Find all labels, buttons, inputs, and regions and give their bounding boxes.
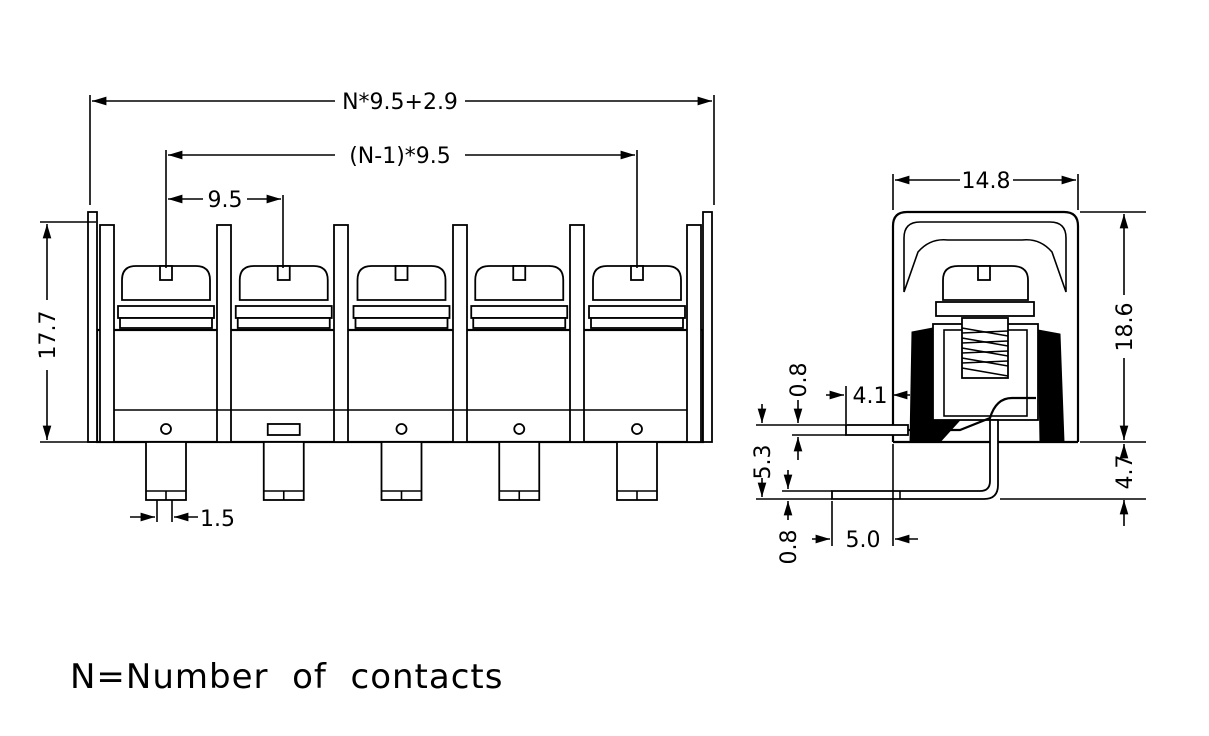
front-contacts bbox=[117, 265, 686, 501]
screw-slot bbox=[276, 265, 291, 281]
dim-pin-width: 1.5 bbox=[130, 500, 235, 532]
side-screw-thread bbox=[961, 317, 1009, 379]
end-wall-left bbox=[87, 211, 98, 443]
lower-pin-offset-label: 5.0 bbox=[846, 528, 881, 553]
washer bbox=[588, 305, 686, 319]
screw-slot bbox=[512, 265, 527, 281]
dim-pitch: 9.5 bbox=[168, 188, 284, 268]
clamp-plate bbox=[236, 317, 331, 329]
pitch-span-label: (N-1)*9.5 bbox=[349, 144, 451, 169]
upper-pin bbox=[845, 424, 909, 436]
side-housing-outline bbox=[891, 210, 1080, 442]
side-insulator-right bbox=[1037, 329, 1065, 443]
dim-overall-length: N*9.5+2.9 bbox=[89, 90, 715, 205]
dim-lower-pin-offset: 5.0 bbox=[812, 444, 918, 553]
screw-slot bbox=[394, 265, 409, 281]
dim-side-height: 18.6 bbox=[1080, 211, 1146, 443]
screw-head bbox=[356, 265, 447, 301]
lower-pin bbox=[831, 419, 999, 500]
pin-spacing-label: 5.3 bbox=[751, 445, 776, 480]
contacts-note: N=Number of contacts bbox=[70, 657, 503, 697]
upper-pin-offset-label: 4.1 bbox=[853, 384, 888, 409]
dim-pin-below-body: 4.7 bbox=[1000, 444, 1146, 526]
clamp-plate bbox=[354, 317, 449, 329]
screw-head bbox=[592, 265, 682, 301]
dim-pin-vertical-spacing: 5.3 bbox=[751, 404, 832, 500]
upper-pin-thickness-label: 0.8 bbox=[787, 363, 812, 398]
screw-slot bbox=[630, 265, 644, 281]
marker-hole bbox=[631, 423, 643, 435]
dim-upper-pin-thickness: 0.8 bbox=[787, 363, 846, 460]
marker-slot bbox=[266, 423, 301, 436]
lower-pin-thickness-label: 0.8 bbox=[777, 530, 802, 565]
marker-hole bbox=[513, 423, 526, 435]
side-pins bbox=[831, 396, 1036, 500]
front-view: N*9.5+2.9 (N-1)*9.5 9.5 17.7 bbox=[36, 90, 715, 532]
washer bbox=[117, 305, 215, 319]
side-washer bbox=[935, 301, 1035, 317]
overall-length-label: N*9.5+2.9 bbox=[342, 90, 458, 115]
washer bbox=[470, 305, 569, 319]
washer bbox=[352, 305, 451, 319]
clamp-plate bbox=[590, 317, 684, 329]
clamp-plate bbox=[472, 317, 567, 329]
side-width-label: 14.8 bbox=[962, 169, 1011, 194]
side-height-label: 18.6 bbox=[1113, 303, 1138, 352]
pin-width-label: 1.5 bbox=[200, 507, 235, 532]
screw-head bbox=[474, 265, 565, 301]
dim-upper-pin-offset: 4.1 bbox=[826, 384, 910, 424]
end-wall-right bbox=[702, 211, 713, 443]
washer bbox=[234, 305, 333, 319]
dim-side-width: 14.8 bbox=[892, 169, 1079, 210]
dim-front-height: 17.7 bbox=[36, 221, 96, 443]
screw-slot bbox=[159, 265, 173, 281]
dim-pitch-span: (N-1)*9.5 bbox=[165, 144, 638, 268]
pitch-label: 9.5 bbox=[208, 188, 243, 213]
side-screw-head bbox=[942, 265, 1029, 301]
marker-hole bbox=[160, 423, 172, 435]
screw-head bbox=[121, 265, 211, 301]
clamp-plate bbox=[119, 317, 213, 329]
screw-head bbox=[238, 265, 329, 301]
front-height-label: 17.7 bbox=[36, 311, 61, 360]
side-view: 14.8 18.6 4.7 4.1 bbox=[751, 169, 1146, 565]
marker-hole bbox=[395, 423, 408, 435]
dim-lower-pin-thickness: 0.8 bbox=[777, 470, 832, 565]
pin-below-body-label: 4.7 bbox=[1113, 455, 1138, 490]
separator-ribs bbox=[99, 224, 702, 443]
